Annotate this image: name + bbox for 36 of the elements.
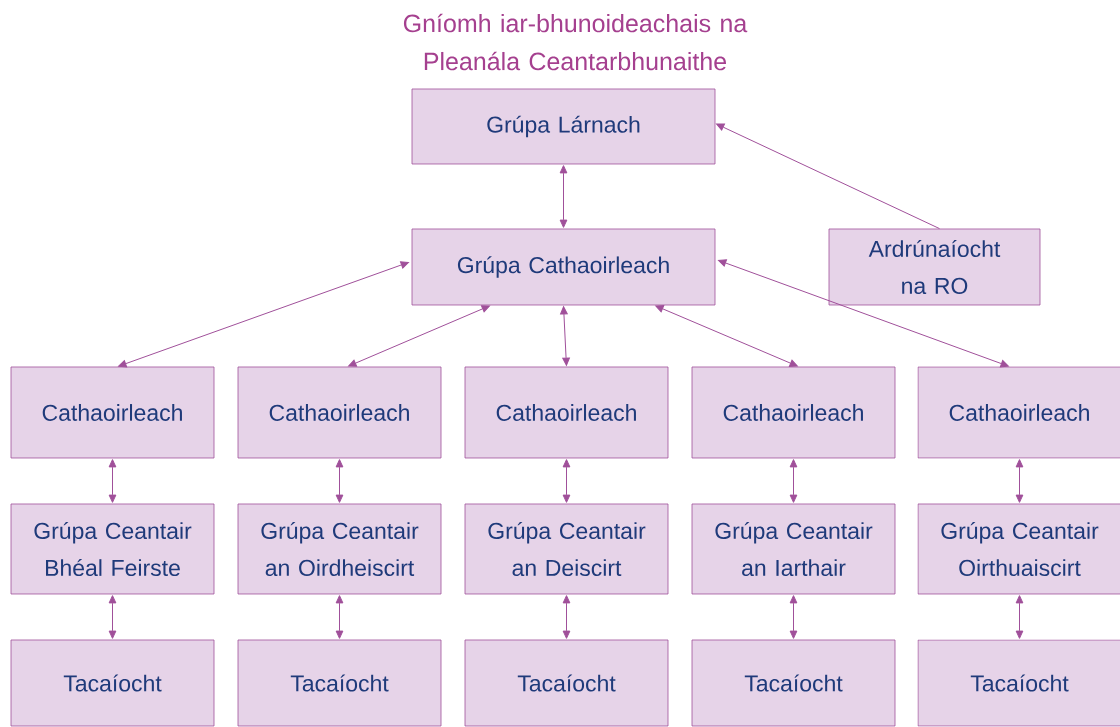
- org-box: Tacaíocht: [464, 639, 669, 727]
- arrow: [118, 261, 409, 368]
- arrow: [562, 595, 571, 639]
- org-box: Cathaoirleach: [691, 366, 896, 459]
- arrow: [108, 595, 117, 639]
- org-box: Grúpa Lárnach: [411, 88, 716, 165]
- arrow: [335, 459, 344, 503]
- arrow: [335, 595, 344, 639]
- arrow: [789, 595, 798, 639]
- arrow: [789, 459, 798, 503]
- arrow: [1015, 459, 1024, 503]
- arrow: [1015, 595, 1024, 639]
- org-box: Grúpa Ceantair an Deiscirt: [464, 503, 669, 595]
- org-box: Grúpa Cathaoirleach: [411, 228, 716, 306]
- org-box: Ardrúnaíocht na RO: [828, 228, 1041, 306]
- org-box: Cathaoirleach: [917, 366, 1120, 459]
- org-box: Cathaoirleach: [464, 366, 669, 459]
- arrow: [348, 305, 490, 367]
- org-box: Tacaíocht: [237, 639, 442, 727]
- org-box: Grúpa Ceantair Bhéal Feirste: [10, 503, 215, 595]
- arrow: [716, 123, 940, 230]
- org-box: Grúpa Ceantair an Iarthair: [691, 503, 896, 595]
- arrow: [560, 306, 570, 366]
- org-box: Grúpa Ceantair an Oirdheiscirt: [237, 503, 442, 595]
- org-box: Tacaíocht: [691, 639, 896, 727]
- arrow: [562, 459, 571, 503]
- org-box: Tacaíocht: [10, 639, 215, 727]
- org-box: Tacaíocht: [917, 639, 1120, 727]
- arrow: [718, 259, 1009, 368]
- title: Gníomh iar-bhunoideachais na Pleanála Ceantarbhunaithe: [403, 13, 748, 71]
- org-box: Cathaoirleach: [10, 366, 215, 459]
- org-box: Cathaoirleach: [237, 366, 442, 459]
- org-box: Grúpa Ceantair Oirthuaiscirt: [917, 503, 1120, 595]
- arrow: [108, 459, 117, 503]
- arrow: [559, 165, 568, 228]
- arrow: [655, 305, 798, 367]
